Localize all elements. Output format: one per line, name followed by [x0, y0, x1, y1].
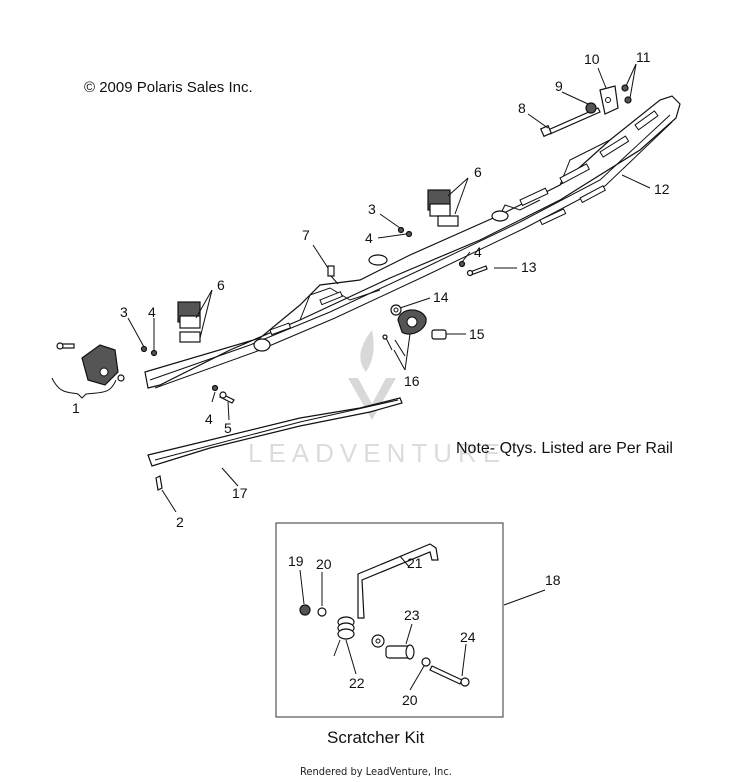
callout-24: 24 [460, 629, 476, 645]
callout-4-right: 4 [365, 230, 373, 246]
rail-cutouts [269, 110, 659, 336]
nut-4-lower [211, 384, 219, 392]
rail-tip-assembly [51, 342, 125, 399]
callout-17: 17 [232, 485, 248, 501]
rendered-by-credit: Rendered by LeadVenture, Inc. [300, 765, 452, 778]
nut-4-left [150, 349, 158, 357]
nut-4-mid [458, 260, 466, 268]
bolt-part-24 [429, 665, 470, 687]
callout-7: 7 [302, 227, 310, 243]
screw-3-left [140, 345, 148, 353]
callout-5: 5 [224, 420, 232, 436]
callout-4-left: 4 [148, 304, 156, 320]
washer-part-20-top [317, 607, 327, 617]
callout-13: 13 [521, 259, 537, 275]
rail-assembly [144, 95, 681, 389]
screw-3-right [397, 226, 405, 234]
watermark-text: LEADVENTURE [248, 438, 506, 468]
long-bolt-part-8 [539, 107, 601, 138]
callout-6-left: 6 [217, 277, 225, 293]
nut-part-9 [585, 102, 597, 114]
hyfax-wear-strip [147, 397, 403, 467]
callout-15: 15 [469, 326, 485, 342]
screws-part-11 [621, 84, 632, 104]
callout-4-mid: 4 [474, 244, 482, 260]
callout-16: 16 [404, 373, 420, 389]
pins-part-16 [382, 334, 406, 357]
callout-8: 8 [518, 100, 526, 116]
callout-20-top: 20 [316, 556, 332, 572]
callout-3-left: 3 [120, 304, 128, 320]
bracket-part-10 [599, 85, 619, 115]
spring-part-22 [333, 616, 355, 657]
quantity-note: Note- Qtys. Listed are Per Rail [456, 440, 673, 457]
callout-21: 21 [407, 555, 423, 571]
bolt-part-7 [327, 265, 339, 285]
callout-1: 1 [72, 400, 80, 416]
bolt-part-13 [466, 265, 488, 277]
scratcher-kit-title: Scratcher Kit [327, 728, 425, 747]
callout-3-right: 3 [368, 201, 376, 217]
callout-23: 23 [404, 607, 420, 623]
slide-block-left [177, 301, 201, 343]
bolt-part-5 [219, 391, 235, 404]
copyright-text: © 2009 Polaris Sales Inc. [84, 79, 253, 96]
scratcher-kit-box [275, 522, 504, 718]
callout-labels: 1 2 3 4 6 4 5 7 3 4 6 4 13 14 15 16 17 8… [72, 49, 670, 708]
callout-22: 22 [349, 675, 365, 691]
callout-14: 14 [433, 289, 449, 305]
idler-wheel-part-15 [397, 309, 447, 340]
callout-19: 19 [288, 553, 304, 569]
callout-18: 18 [545, 572, 561, 588]
leader-lines [127, 63, 651, 606]
nut-4-right [405, 230, 413, 238]
rivet-part-2 [155, 475, 163, 491]
callout-9: 9 [555, 78, 563, 94]
callout-12: 12 [654, 181, 670, 197]
washer-part-20-bottom [421, 657, 431, 667]
callout-4-lower: 4 [205, 411, 213, 427]
callout-10: 10 [584, 51, 600, 67]
bushing-part-23 [385, 644, 415, 660]
callout-2: 2 [176, 514, 184, 530]
callout-20-bottom: 20 [402, 692, 418, 708]
nut-part-19 [299, 604, 311, 616]
callout-6-right: 6 [474, 164, 482, 180]
callout-11: 11 [636, 49, 651, 65]
slide-block-right [427, 189, 459, 227]
leadventure-watermark: LEADVENTURE [248, 330, 506, 468]
